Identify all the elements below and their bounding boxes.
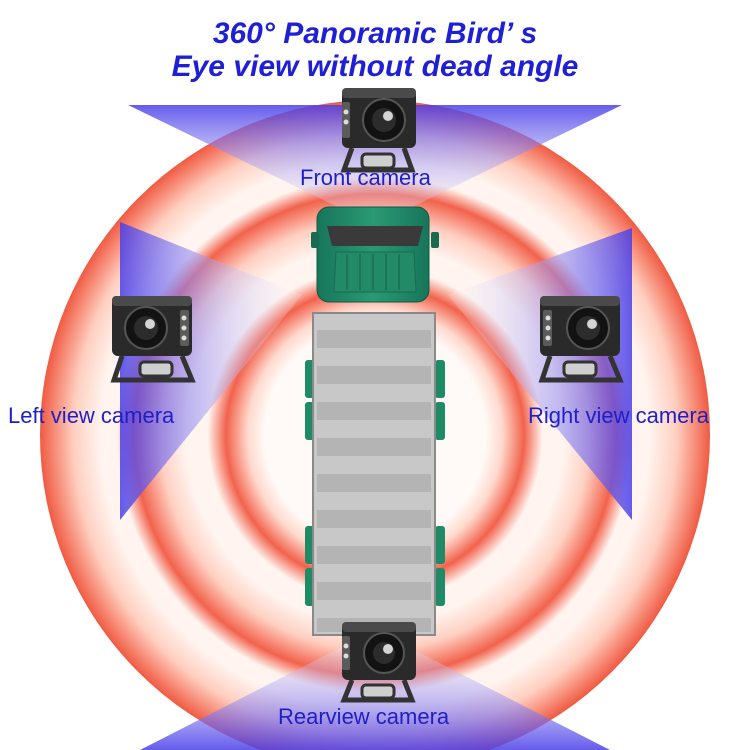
front-camera-label: Front camera <box>300 165 431 190</box>
title-line-1: 360° Panoramic Bird’ s <box>212 17 538 50</box>
truck <box>305 206 445 636</box>
title-line-2: Eye view without dead angle <box>171 50 579 83</box>
front-camera-icon <box>340 88 416 173</box>
left-camera-icon <box>110 296 196 383</box>
right-camera-icon <box>538 296 624 383</box>
rear-camera-icon <box>340 622 416 703</box>
right-camera-label: Right view camera <box>528 403 709 428</box>
left-camera-label: Left view camera <box>8 403 175 428</box>
rear-camera-label: Rearview camera <box>278 704 450 729</box>
truck-cab <box>311 206 439 303</box>
truck-cargo-box <box>312 312 436 636</box>
